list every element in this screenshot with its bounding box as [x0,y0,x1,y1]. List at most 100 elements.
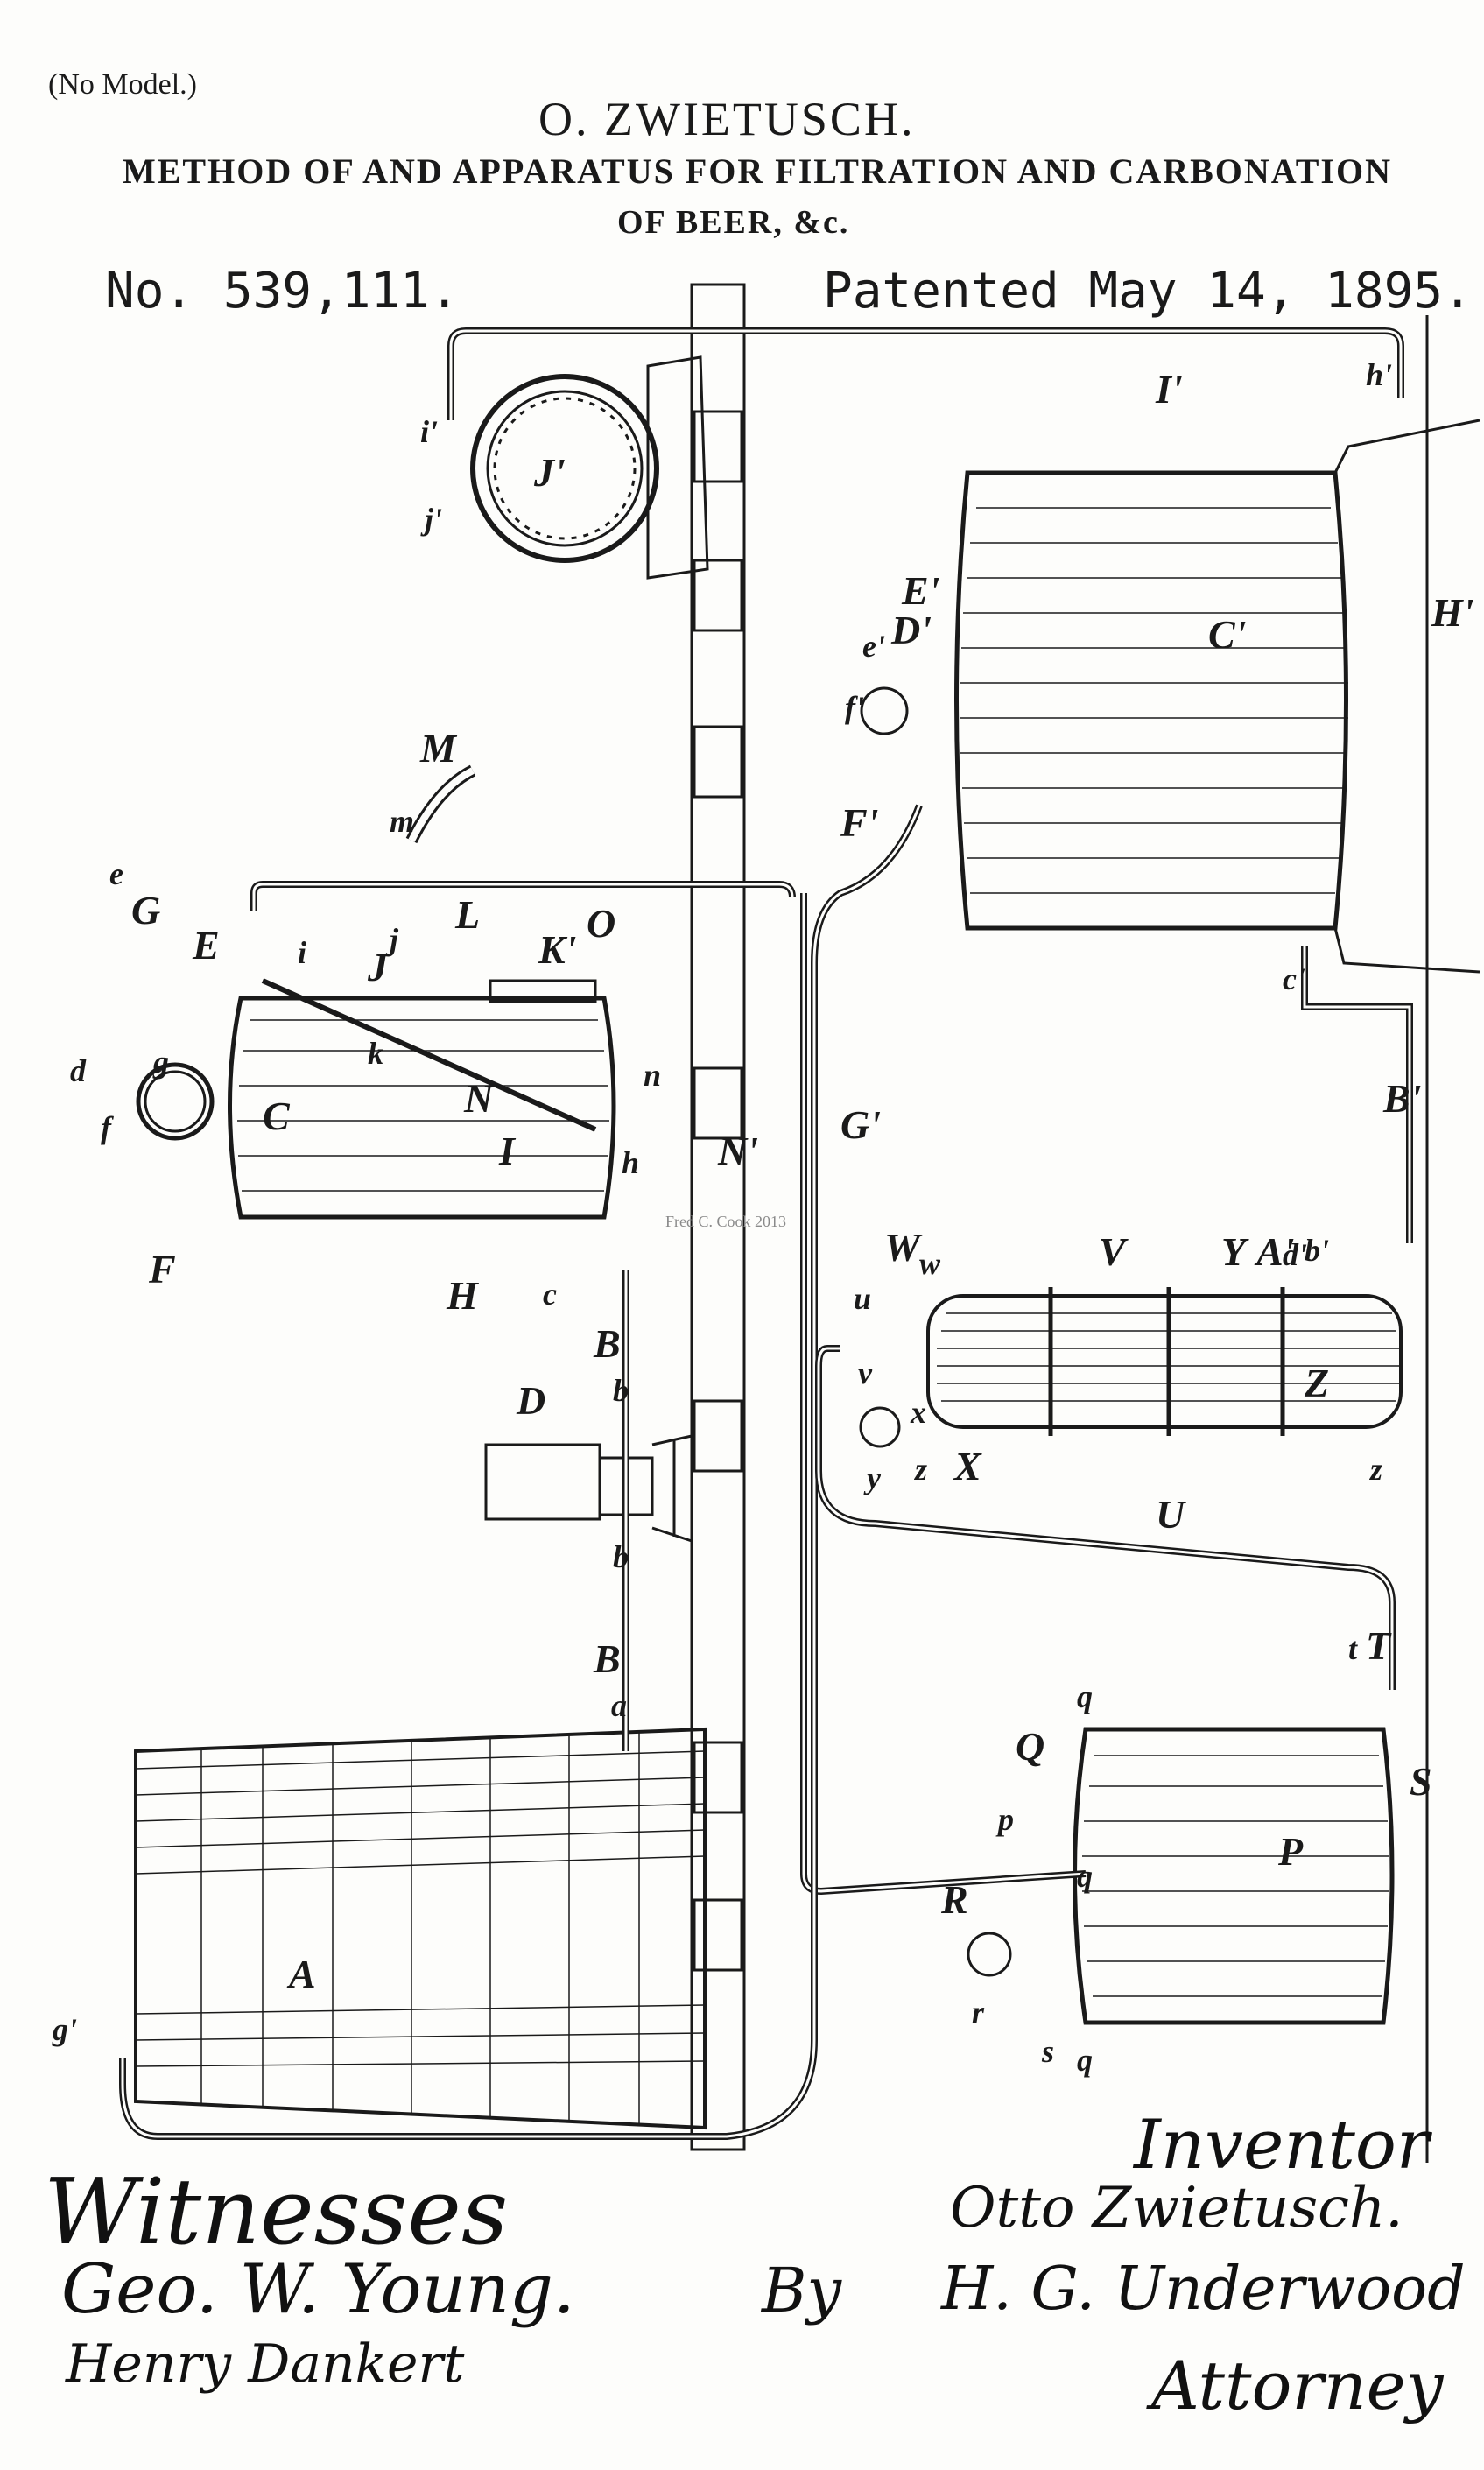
tank-c-prime [860,419,1480,974]
label-u: U [1156,1492,1187,1537]
inventor-heading: O. ZWIETUSCH. [538,93,916,145]
label-b2: B [593,1321,621,1366]
upper-pipe [447,327,1404,420]
label-q-small-2: q [1077,1859,1093,1894]
label-s-small: s [1041,2034,1054,2069]
label-y-small: y [863,1460,882,1495]
label-g-small: g [152,1045,169,1080]
label-h-small: h [622,1145,639,1180]
label-i: I [498,1129,517,1173]
witness-signature-2: Henry Dankert [66,2333,465,2395]
label-g-prime-small: g' [52,2012,77,2047]
witness-signature-1: Geo. W. Young. [61,2250,575,2329]
label-n-prime: N' [717,1129,758,1173]
label-o: O [587,901,615,946]
label-i-prime-small: i' [420,414,438,449]
label-s: S [1410,1759,1432,1804]
label-r: R [940,1877,968,1922]
beam-joists [693,410,743,1972]
label-b-prime: B' [1382,1076,1421,1121]
label-q-small-3: q [1077,2043,1093,2078]
vessel-c [136,978,616,1220]
label-m: M [419,726,458,771]
label-h-prime: H' [1431,590,1474,635]
patent-title-line-1: METHOD OF AND APPARATUS FOR FILTRATION A… [123,151,1392,191]
pipe-g-prime [119,804,923,2140]
label-j-prime-small: j' [420,502,442,537]
label-c-prime: C' [1208,612,1246,657]
label-e-prime-small: e' [862,629,885,664]
label-j: J [367,945,390,989]
label-n-small: n [644,1058,661,1093]
label-d-small: d [70,1053,87,1088]
label-u-small: u [854,1281,871,1316]
by-label: By [762,2255,841,2326]
keg-j-prime [470,355,709,580]
label-f-prime-small: f' [845,690,864,725]
label-d: D [516,1378,545,1423]
label-i-prime: I' [1155,367,1183,412]
inventor-label: Inventor [1134,2106,1430,2185]
pump-d [484,1434,693,1543]
label-e-small: e [109,856,123,891]
label-e: E [192,923,220,968]
label-f-small: f [101,1110,114,1145]
label-p: P [1277,1829,1304,1874]
inventor-signature: Otto Zwietusch. [950,2176,1403,2241]
label-a-prime: A' [1254,1229,1294,1274]
no-model-note: (No Model.) [48,68,197,101]
label-x: X [953,1444,982,1488]
label-i-small: i [298,935,306,970]
label-b-small-2: b [613,1539,629,1574]
label-k-prime: K' [538,927,576,972]
label-h-prime-small: h' [1366,357,1392,392]
attorney-signature: H. G. Underwood [941,2255,1466,2324]
label-j-prime: J' [533,450,566,495]
label-g: G [131,888,160,932]
label-t: T [1366,1623,1392,1668]
label-k-small: k [368,1036,383,1071]
vessel-p [967,1727,1395,2025]
label-w-small: w [919,1246,941,1281]
label-c-small: c [543,1277,557,1312]
label-d-prime: D' [890,608,932,652]
label-b: B [593,1636,621,1681]
tank-a [134,1727,707,2130]
patent-number: No. 539,111. [105,263,460,320]
label-w: W [884,1225,923,1270]
witnesses-heading: Witnesses [44,2158,509,2265]
label-f: F [148,1247,176,1291]
label-q-small: q [1077,1679,1093,1714]
label-b-small: b [613,1373,629,1408]
label-p-small: p [995,1802,1014,1837]
label-c: C [263,1094,291,1138]
label-g-prime: G' [840,1102,881,1147]
label-z-small: z [913,1452,927,1487]
label-e-prime: E' [901,568,939,613]
patent-date: Patented May 14, 1895. [823,263,1473,320]
label-z: Z [1304,1361,1329,1405]
label-l: L [454,892,480,937]
label-a-small: a [611,1688,627,1723]
label-z-small-2: z [1368,1452,1382,1487]
label-t-small: t [1348,1631,1358,1666]
pipe-h [250,881,796,911]
label-h: H [446,1273,479,1318]
label-r-small: r [972,1995,985,2030]
label-y: Y [1221,1229,1249,1274]
filter-v [859,1287,1403,1448]
label-d-prime-small: d' [1283,1237,1307,1272]
label-b-prime-small: b' [1305,1233,1329,1268]
label-v-small: v [858,1355,873,1390]
label-a: A [286,1952,316,1996]
label-x-small: x [910,1395,926,1430]
label-n: N [463,1076,495,1121]
label-q: Q [1016,1724,1044,1769]
watermark: Fred C. Cook 2013 [665,1213,787,1230]
patent-title-line-2: OF BEER, &c. [617,204,850,241]
attorney-label: Attorney [1151,2347,1444,2424]
label-c-prime-small: c' [1283,961,1305,996]
label-v: V [1099,1229,1129,1274]
